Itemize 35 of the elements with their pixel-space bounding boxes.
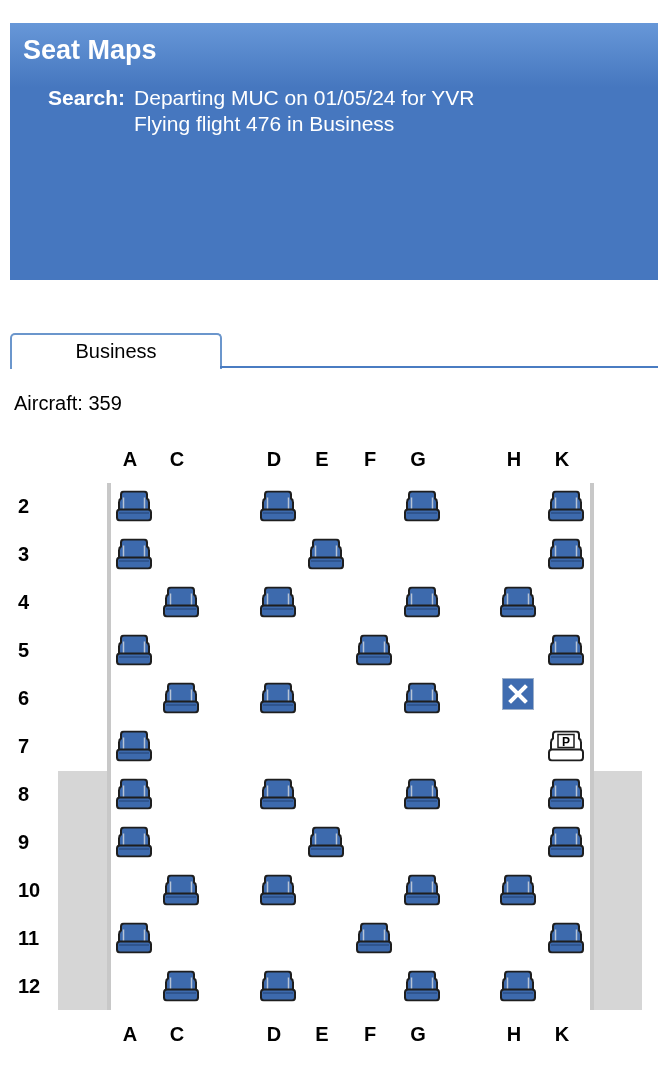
column-letter: C: [169, 447, 185, 471]
search-text: Departing MUC on 01/05/24 for YVR: [134, 85, 475, 111]
row-number: 5: [18, 638, 30, 662]
row-number: 8: [18, 782, 30, 806]
aircraft-info: Aircraft: 359: [14, 391, 122, 415]
column-letter: K: [554, 1022, 570, 1046]
page-heading: Seat Maps: [23, 34, 157, 67]
column-letter: F: [363, 447, 377, 471]
row-number: 11: [18, 926, 40, 950]
column-letter: H: [506, 447, 522, 471]
column-letter: H: [506, 1022, 522, 1046]
search-text: Flying flight 476 in Business: [134, 111, 396, 137]
column-letter: K: [554, 447, 570, 471]
row-number: 7: [18, 734, 30, 758]
column-letter: G: [410, 1022, 426, 1046]
tab: Business: [10, 333, 222, 369]
column-letter: D: [266, 447, 282, 471]
row-number: 12: [18, 974, 41, 998]
row-number: 2: [18, 494, 30, 518]
column-letter: E: [315, 1022, 329, 1046]
column-letter: F: [363, 1022, 377, 1046]
seat-letter: P: [562, 736, 570, 748]
column-letter: A: [122, 1022, 138, 1046]
row-number: 6: [18, 686, 30, 710]
row-number: 10: [18, 878, 41, 902]
column-letter: E: [315, 447, 329, 471]
column-letter: G: [410, 447, 426, 471]
search-label: Search:: [48, 85, 126, 111]
header-panel: [10, 23, 658, 280]
column-letter: D: [266, 1022, 282, 1046]
row-number: 4: [18, 590, 30, 614]
row-number: 3: [18, 542, 30, 566]
column-letter: C: [169, 1022, 185, 1046]
column-letter: A: [122, 447, 138, 471]
row-number: 9: [18, 830, 30, 854]
